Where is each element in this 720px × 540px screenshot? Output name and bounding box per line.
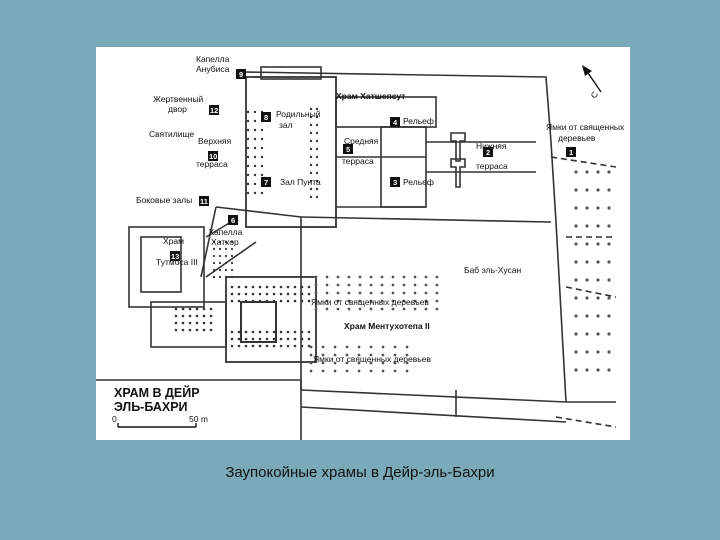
svg-text:2: 2 — [486, 148, 490, 157]
marker-9: 9 — [236, 69, 246, 79]
label-middle-2: терраса — [342, 156, 374, 166]
label-sanctuary: Святилище — [149, 129, 194, 139]
label-tree-pits-right-1: Ямки от священных — [546, 122, 625, 132]
label-anubis-chapel-2: Анубиса — [196, 64, 230, 74]
scale-end: 50 m — [189, 414, 208, 424]
label-thutmose-1: Храм — [163, 236, 184, 246]
scale-start: 0 — [112, 414, 117, 424]
marker-4: 4 — [390, 117, 400, 127]
label-hatshepsut: Храм Хатшепсут — [336, 91, 405, 101]
svg-text:9: 9 — [239, 70, 243, 79]
svg-text:11: 11 — [200, 197, 208, 206]
svg-text:4: 4 — [393, 118, 398, 127]
label-altar-2: двор — [168, 104, 187, 114]
svg-text:7: 7 — [264, 178, 268, 187]
label-side-halls: Боковые залы — [136, 195, 192, 205]
svg-text:12: 12 — [210, 106, 218, 115]
middle-enclosure-wall — [300, 216, 552, 223]
svg-text:3: 3 — [393, 178, 397, 187]
label-altar-1: Жертвенный — [153, 94, 204, 104]
label-upper-1: Верхняя — [198, 136, 232, 146]
marker-10: 10 — [208, 151, 218, 161]
legend-title-2: ЭЛЬ-БАХРИ — [114, 400, 188, 414]
label-punt-hall: Зал Пунта — [280, 177, 321, 187]
label-relief-bottom: Рельеф — [403, 177, 434, 187]
marker-6: 6 — [228, 215, 238, 225]
marker-7: 7 — [261, 177, 271, 187]
label-tree-pits-low: Ямки от священных деревьев — [313, 354, 431, 364]
svg-text:8: 8 — [264, 113, 268, 122]
label-relief-top: Рельеф — [403, 116, 434, 126]
label-bab-el-hosan: Баб эль-Хусан — [464, 265, 522, 275]
label-hathor-1: Капелла — [209, 227, 243, 237]
marker-8: 8 — [261, 112, 271, 122]
marker-13: 13 — [170, 251, 180, 261]
north-label: С — [588, 89, 600, 100]
marker-3: 3 — [390, 177, 400, 187]
label-birth-hall-2: зал — [279, 120, 293, 130]
label-lower-2: терраса — [476, 161, 508, 171]
north-arrow: С — [582, 65, 602, 100]
label-lower-1: Нижняя — [476, 141, 507, 151]
label-birth-hall-1: Родильный — [276, 109, 321, 119]
marker-12: 12 — [209, 105, 219, 115]
label-thutmose-2: Тутмоса III — [156, 257, 198, 267]
svg-text:10: 10 — [209, 152, 217, 161]
label-tree-pits-mid: Ямки от священных деревьев — [311, 297, 429, 307]
marker-2: 2 — [483, 147, 493, 157]
legend-title-1: ХРАМ В ДЕЙР — [114, 385, 200, 400]
south-enclosure-wall — [300, 389, 567, 403]
svg-text:6: 6 — [231, 216, 235, 225]
page-caption: Заупокойные храмы в Дейр-эль-Бахри — [225, 464, 495, 481]
east-enclosure-wall — [550, 141, 567, 403]
label-hathor-2: Хатхор — [211, 237, 239, 247]
svg-text:5: 5 — [346, 145, 350, 154]
label-tree-pits-right-2: деревьев — [558, 133, 596, 143]
label-anubis-chapel-1: Капелла — [196, 54, 230, 64]
svg-text:1: 1 — [569, 148, 573, 157]
marker-11: 11 — [199, 196, 209, 206]
svg-text:13: 13 — [171, 252, 179, 261]
marker-1: 1 — [566, 147, 576, 157]
label-upper-2: терраса — [196, 159, 228, 169]
marker-5: 5 — [343, 144, 353, 154]
north-enclosure-wall — [245, 71, 552, 143]
label-middle-1: Средняя — [344, 136, 379, 146]
label-mentuhotep: Храм Ментухотепа II — [344, 321, 430, 331]
legend-box: ХРАМ В ДЕЙР ЭЛЬ-БАХРИ 0 50 m — [96, 379, 302, 440]
